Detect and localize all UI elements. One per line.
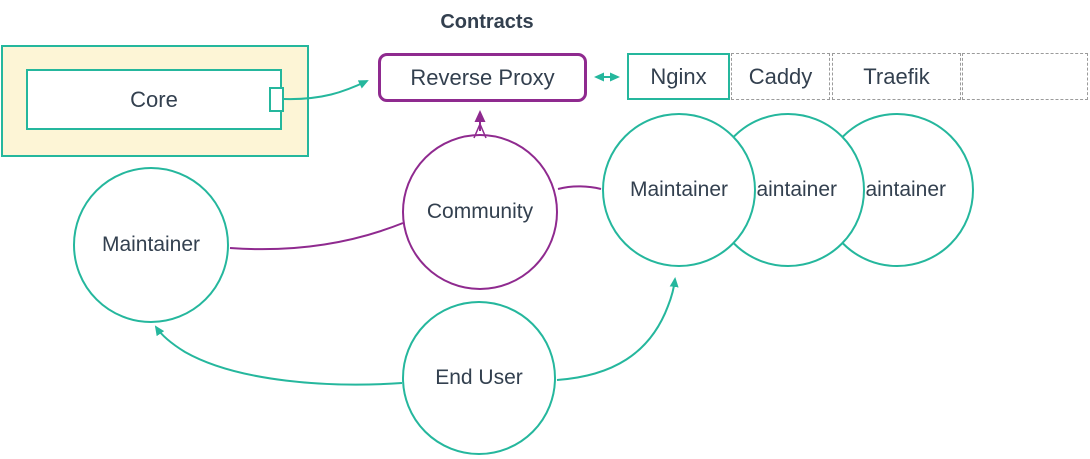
proxy-cell-empty	[962, 53, 1088, 100]
proxy-cell-traefik-label: Traefik	[863, 63, 930, 89]
proxy-cell-nginx-label: Nginx	[650, 63, 707, 89]
node-maintainer-left: Maintainer	[73, 167, 229, 323]
diagram-title: Contracts	[440, 10, 534, 33]
node-community-label: Community	[426, 200, 534, 223]
node-maintainer-left-label: Maintainer	[101, 233, 201, 256]
core-output-port	[269, 87, 284, 112]
edge-maintainer-left-to-community	[229, 222, 404, 251]
node-core: Core	[26, 69, 282, 130]
proxy-cell-traefik: Traefik	[832, 53, 961, 100]
node-end-user: End User	[402, 301, 556, 455]
edge-end-user-to-maintainer-right	[556, 277, 679, 381]
node-maintainer-right-3-label: Maintainer	[847, 178, 947, 201]
proxy-cell-caddy-label: Caddy	[748, 63, 813, 89]
node-core-label: Core	[130, 86, 178, 112]
node-end-user-label: End User	[435, 366, 523, 389]
node-maintainer-right-1-label: Maintainer	[629, 178, 729, 201]
node-reverse-proxy-label: Reverse Proxy	[410, 64, 555, 90]
proxy-cell-caddy: Caddy	[731, 53, 830, 100]
node-reverse-proxy: Reverse Proxy	[378, 53, 587, 102]
node-maintainer-right-1: Maintainer	[602, 113, 756, 267]
node-community: Community	[402, 134, 558, 290]
proxy-cell-nginx: Nginx	[627, 53, 730, 100]
node-maintainer-right-2: Maintainer	[711, 113, 865, 267]
edge-end-user-to-maintainer-left	[154, 325, 403, 386]
edge-community-to-maintainer-right	[557, 185, 602, 190]
node-maintainer-right-2-label: Maintainer	[738, 178, 838, 201]
